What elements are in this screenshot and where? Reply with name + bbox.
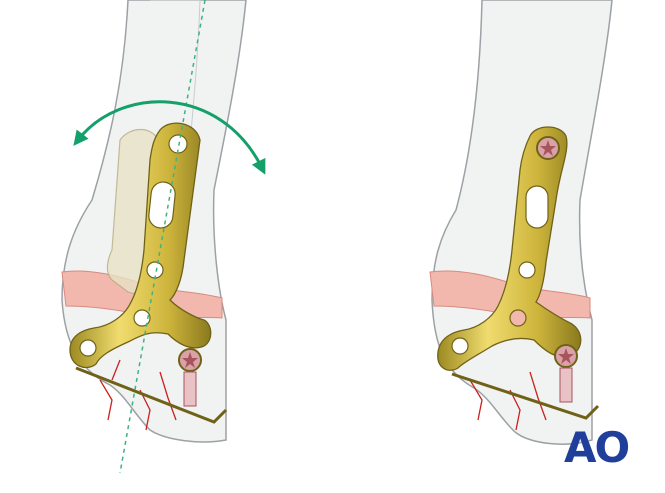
right-k-wire (451, 372, 600, 420)
left-k-wire (75, 366, 228, 424)
right-top-screw-star-icon (540, 140, 556, 156)
right-plate-hole-mid (518, 261, 536, 279)
right-panel (429, 0, 613, 445)
left-axis-line (119, 0, 206, 474)
left-plate-hole-center (133, 309, 151, 327)
right-screw-star-icon (558, 348, 574, 364)
left-plate-slot (148, 181, 176, 229)
left-screw-shaft (183, 371, 197, 407)
left-fracture-lines (99, 359, 177, 431)
right-plate-hole-center (509, 309, 527, 327)
ao-logo: AO (564, 423, 630, 472)
right-fracture-lines (469, 371, 547, 431)
right-plate-slot (525, 185, 549, 229)
left-t-plate (69, 122, 212, 369)
left-panel (61, 0, 266, 474)
left-plate-hole-left (79, 339, 97, 357)
right-t-plate (437, 126, 582, 371)
right-screw-shaft (559, 367, 573, 403)
curved-double-arrow-icon (73, 100, 266, 175)
right-plate-hole-left (451, 337, 469, 355)
left-screw-star-icon (182, 352, 198, 368)
